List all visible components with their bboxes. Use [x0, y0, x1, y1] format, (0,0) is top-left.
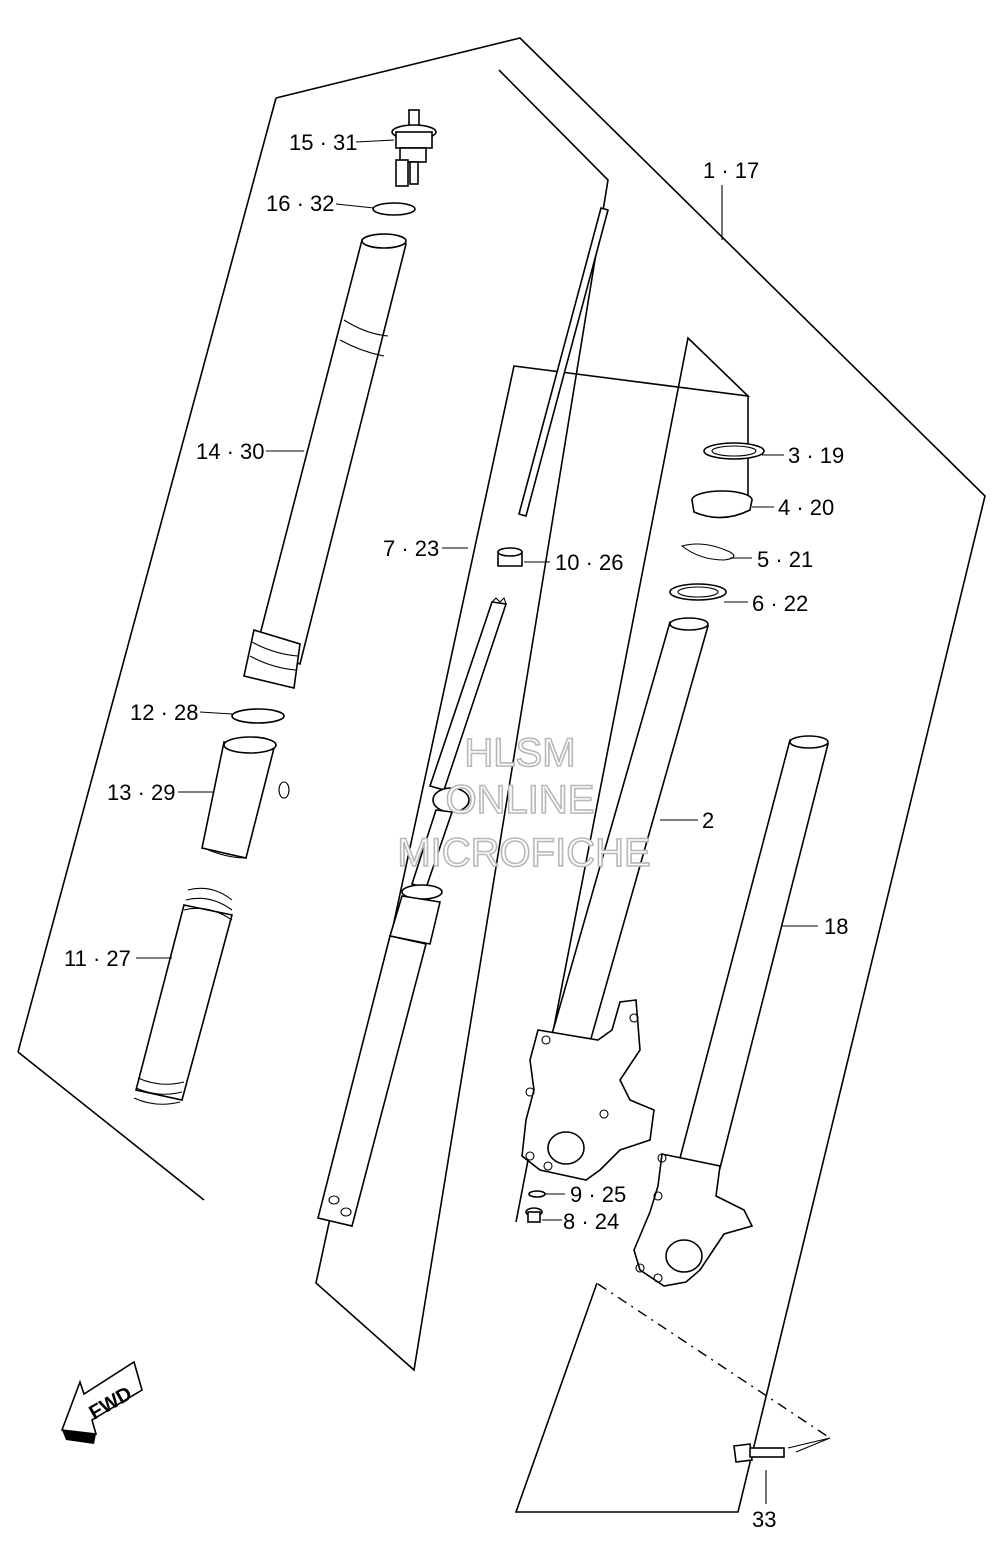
- axle-pinch-bolt: [733, 1443, 785, 1463]
- watermark: HLSM ONLINE MICROFICHE: [397, 730, 652, 876]
- lock-nut: [497, 547, 523, 567]
- damper-rod: [518, 207, 609, 517]
- callout-2: 2: [702, 808, 714, 833]
- dust-seal: [703, 442, 765, 460]
- callout-4-20: 4 · 20: [778, 495, 834, 520]
- callout-3-19: 3 · 19: [788, 443, 844, 468]
- watermark-line-1: HLSM: [464, 731, 575, 775]
- washer-small: [528, 1190, 546, 1198]
- bleed-screw: [525, 1207, 543, 1223]
- callout-5-21: 5 · 21: [757, 547, 813, 572]
- callout-18: 18: [824, 914, 848, 939]
- oil-seal: [691, 490, 753, 519]
- callout-6-22: 6 · 22: [752, 591, 808, 616]
- callout-10-26: 10 · 26: [555, 550, 624, 575]
- watermark-line-3: MICROFICHE: [397, 831, 650, 875]
- callout-33: 33: [752, 1507, 776, 1532]
- circlip: [680, 543, 735, 561]
- callout-8-24: 8 · 24: [563, 1209, 619, 1234]
- watermark-line-2: ONLINE: [446, 778, 595, 822]
- inner-tube-right: [633, 735, 830, 1287]
- callout-13-29: 13 · 29: [107, 780, 176, 805]
- callout-7-23: 7 · 23: [383, 536, 439, 561]
- fork-spring: [133, 887, 233, 1105]
- washer: [231, 708, 285, 724]
- bushing: [201, 736, 290, 859]
- outer-tube: [243, 233, 408, 689]
- callout-labels: 1 · 17 15 · 31 16 · 32 14 · 30 3 · 19 4 …: [64, 130, 848, 1532]
- damper-cartridge: [317, 596, 508, 1227]
- callout-14-30: 14 · 30: [196, 439, 265, 464]
- fork-cap-bolt: [391, 109, 437, 187]
- assembly-dashed-line: [597, 1283, 831, 1439]
- callout-15-31: 15 · 31: [289, 130, 358, 155]
- inner-tube-left: [521, 617, 710, 1181]
- leader-lines: [136, 139, 818, 1504]
- callout-12-28: 12 · 28: [130, 700, 199, 725]
- callout-11-27: 11 · 27: [64, 946, 131, 971]
- o-ring: [372, 202, 416, 216]
- callout-16-32: 16 · 32: [266, 191, 335, 216]
- callout-9-25: 9 · 25: [570, 1182, 626, 1207]
- seal-spacer: [669, 583, 727, 601]
- callout-1-17: 1 · 17: [703, 158, 759, 183]
- assembly-outlines: [17, 37, 986, 1513]
- fwd-arrow-icon: FWD: [60, 1360, 143, 1444]
